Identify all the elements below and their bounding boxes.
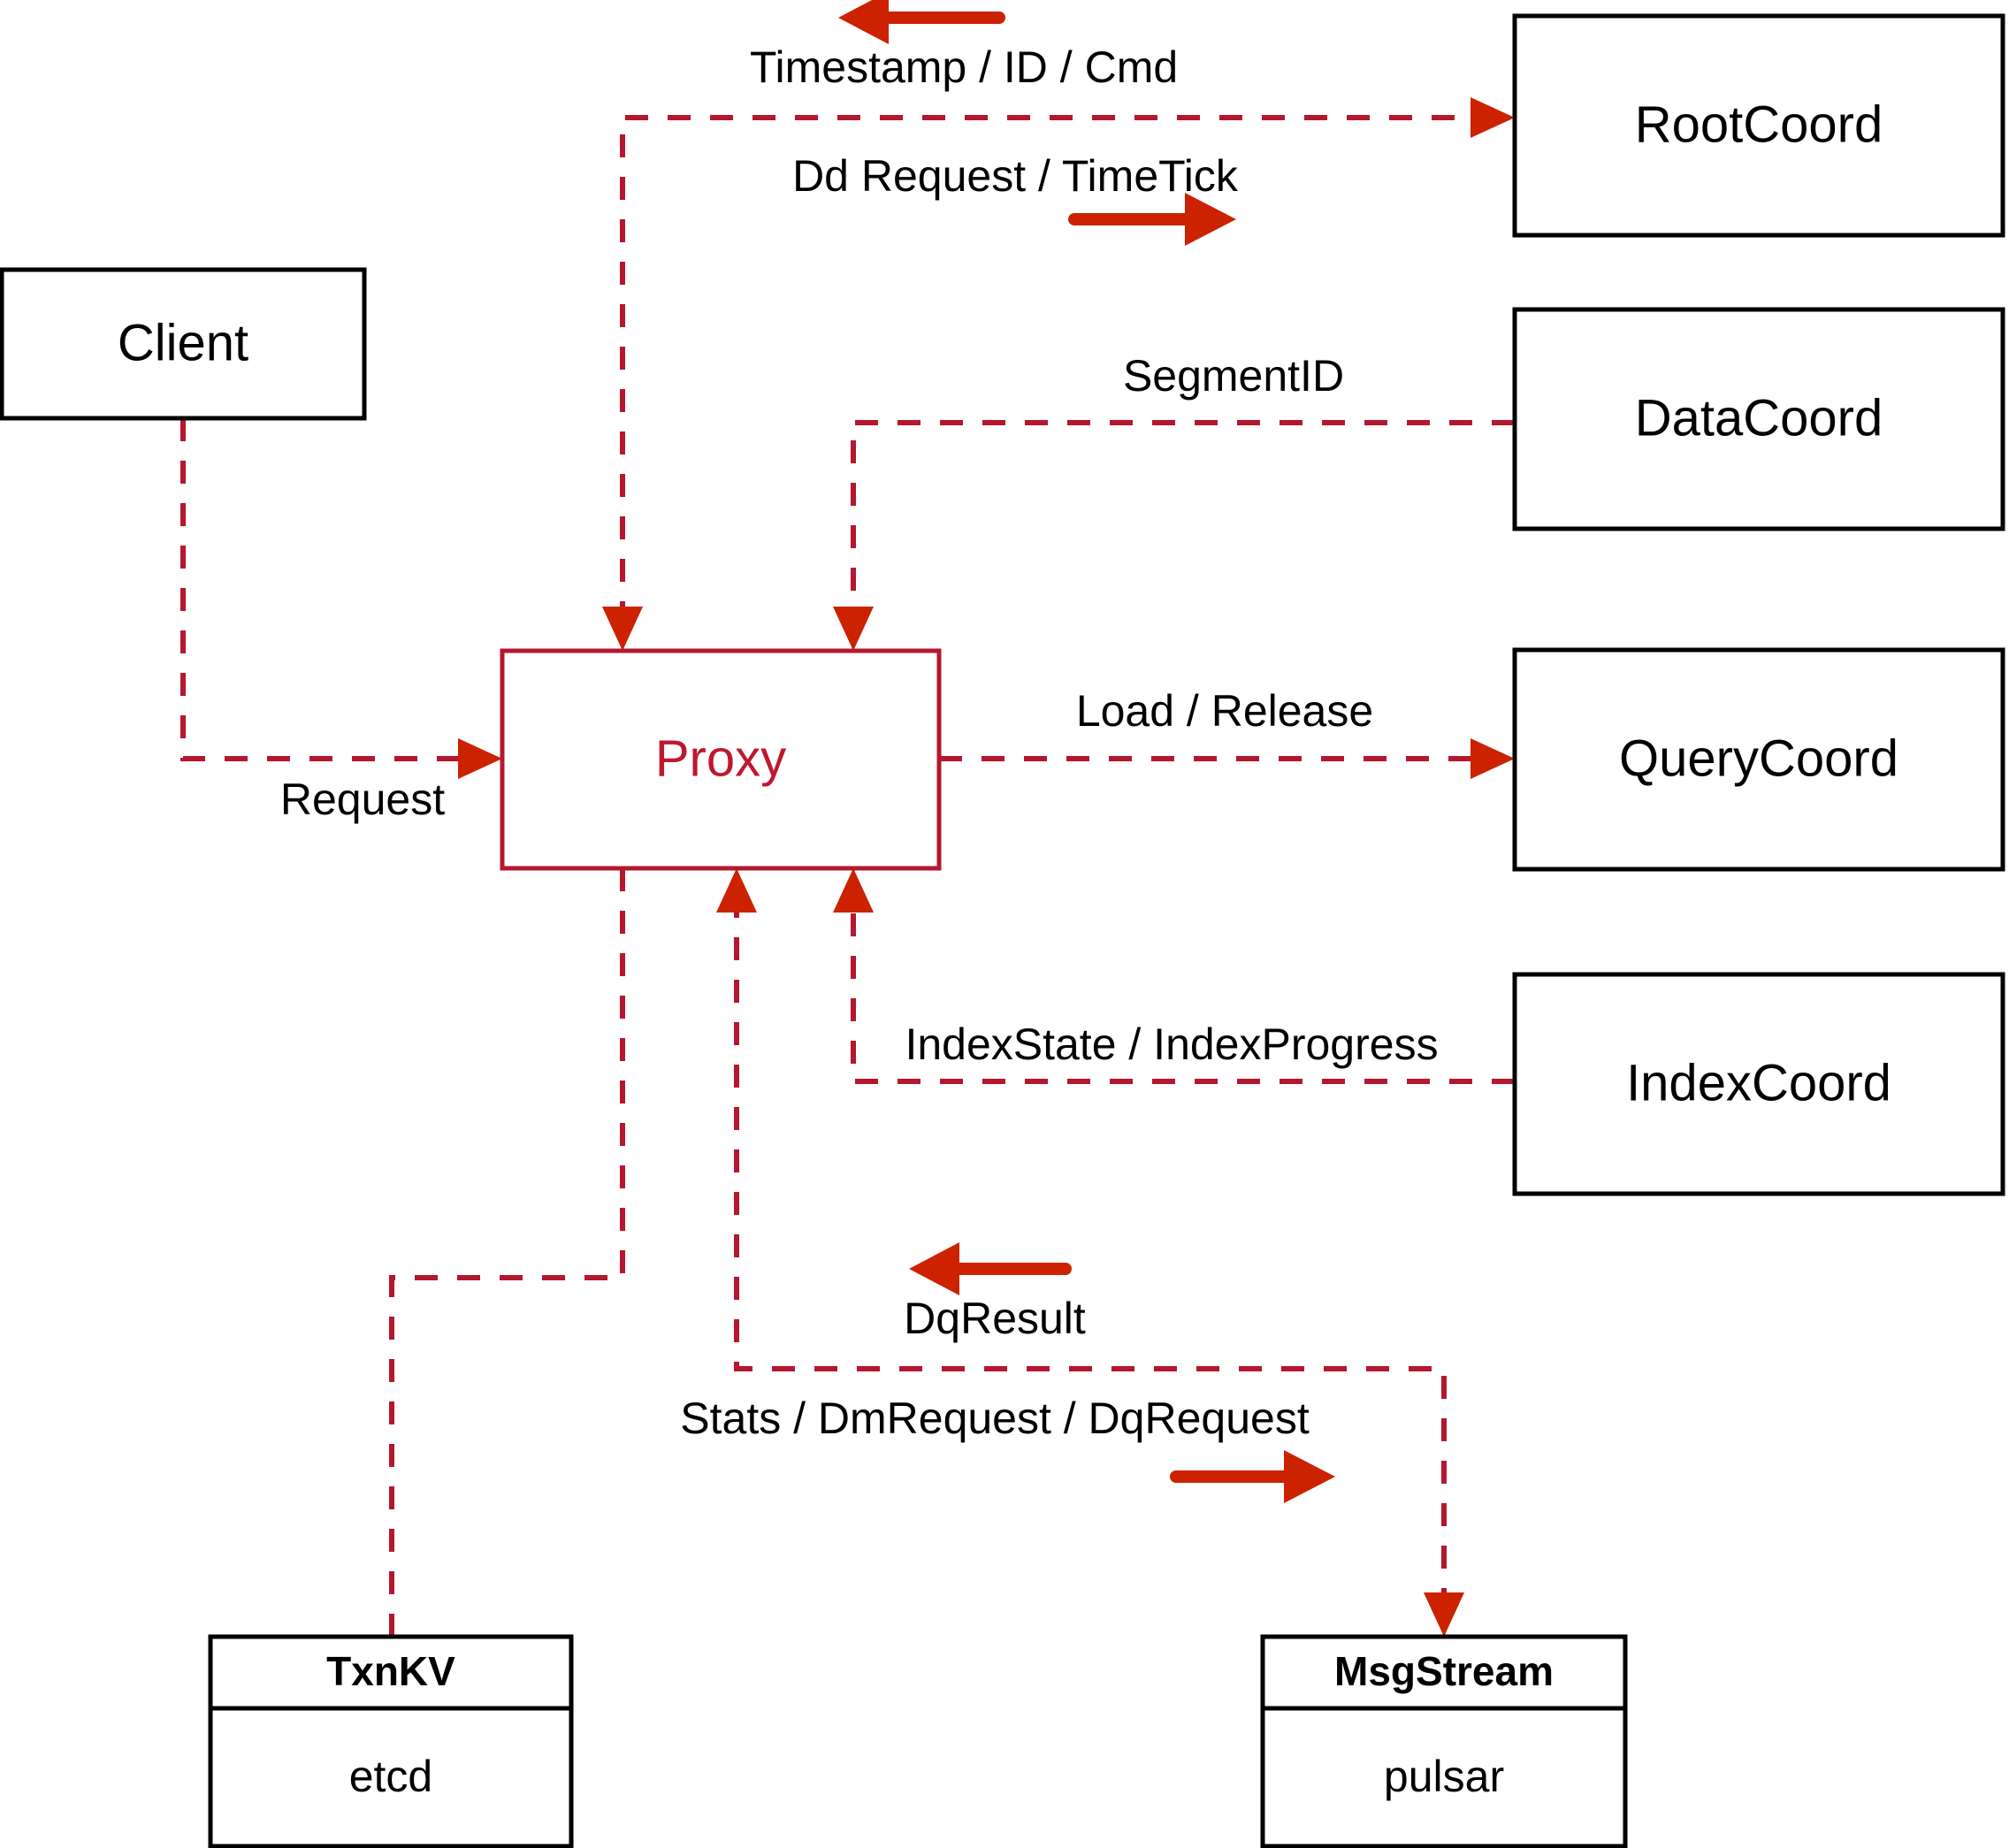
- arrowhead-into-proxy-top-left: [602, 607, 643, 651]
- edge-proxy-to-txnkv: [389, 868, 625, 1637]
- edge-proxy-msgstream: [734, 895, 1447, 1610]
- node-msgstream-body: pulsar: [1384, 1752, 1504, 1801]
- arrowhead-into-proxy-bottom-left: [716, 868, 757, 913]
- arrowhead-into-proxy-left: [458, 738, 502, 779]
- edge-label-dd-request-timetick: Dd Request / TimeTick: [792, 151, 1239, 201]
- node-client[interactable]: Client: [0, 267, 367, 421]
- edge-label-timestamp-id-cmd: Timestamp / ID / Cmd: [750, 42, 1178, 92]
- edge-label-indexstate-indexprogress: IndexState / IndexProgress: [905, 1019, 1438, 1069]
- edge-client-to-proxy: [180, 418, 476, 761]
- node-rootcoord[interactable]: RootCoord: [1512, 13, 2005, 238]
- node-indexcoord-label: IndexCoord: [1626, 1054, 1891, 1111]
- arrowhead-into-msgstream: [1424, 1592, 1464, 1637]
- edge-label-stats-dmrequest-dqrequest: Stats / DmRequest / DqRequest: [680, 1394, 1310, 1443]
- node-datacoord[interactable]: DataCoord: [1512, 307, 2005, 531]
- node-msgstream-header: MsgStream: [1334, 1648, 1554, 1694]
- node-msgstream[interactable]: MsgStream pulsar: [1260, 1634, 1628, 1848]
- node-txnkv[interactable]: TxnKV etcd: [208, 1634, 574, 1848]
- node-txnkv-body: etcd: [349, 1752, 433, 1801]
- edge-label-dqresult: DqResult: [904, 1294, 1086, 1343]
- edge-label-request: Request: [280, 775, 445, 824]
- node-indexcoord[interactable]: IndexCoord: [1512, 972, 2005, 1196]
- edge-label-segmentid: SegmentID: [1123, 351, 1344, 401]
- node-client-label: Client: [118, 314, 248, 371]
- arrowhead-into-rootcoord: [1470, 97, 1515, 138]
- node-rootcoord-label: RootCoord: [1635, 95, 1883, 153]
- node-proxy-label: Proxy: [655, 729, 786, 787]
- arrowhead-into-querycoord: [1470, 738, 1515, 779]
- node-proxy[interactable]: Proxy: [500, 648, 942, 871]
- node-txnkv-header: TxnKV: [326, 1648, 455, 1694]
- direction-arrow-left-icon-dqresult: [909, 1242, 1072, 1295]
- direction-arrow-left-icon-rootcoord: [838, 0, 1005, 44]
- arrowhead-into-proxy-bottom-right: [833, 868, 874, 913]
- direction-arrow-right-icon-dqrequest: [1170, 1450, 1335, 1503]
- node-querycoord-label: QueryCoord: [1619, 729, 1898, 787]
- direction-arrow-right-icon-rootcoord: [1068, 193, 1236, 246]
- node-querycoord[interactable]: QueryCoord: [1512, 647, 2005, 872]
- arrowhead-into-proxy-top-right: [833, 607, 874, 651]
- edge-datacoord-to-proxy: [851, 420, 1515, 624]
- node-datacoord-label: DataCoord: [1635, 389, 1883, 447]
- edge-indexcoord-to-proxy: [851, 895, 1515, 1084]
- edge-label-load-release: Load / Release: [1076, 686, 1373, 736]
